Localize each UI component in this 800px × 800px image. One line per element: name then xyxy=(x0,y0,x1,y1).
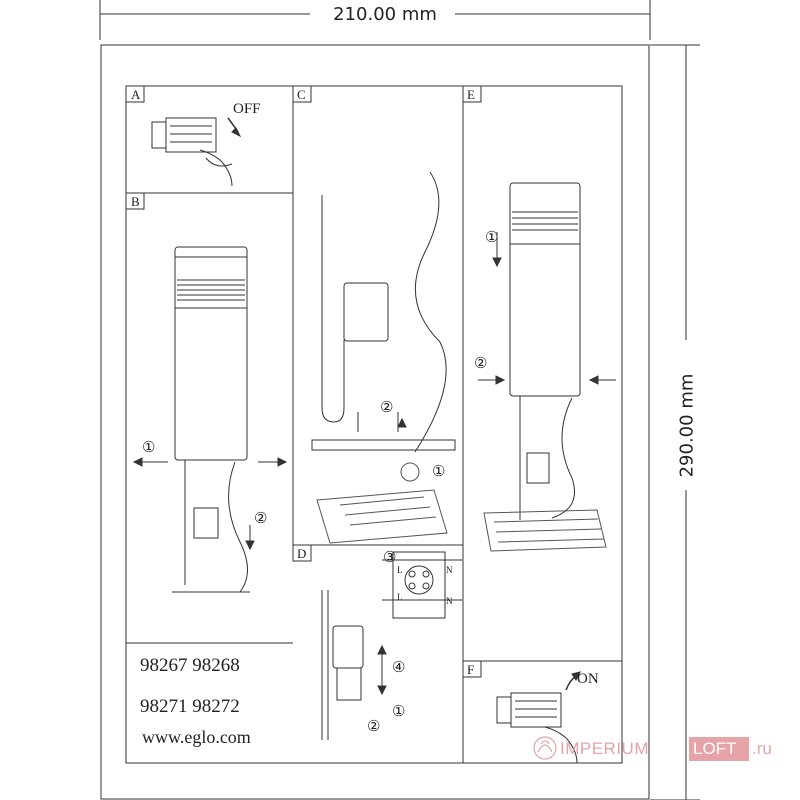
panel-letter-e: E xyxy=(467,87,475,102)
step-1-d: ① xyxy=(392,704,406,720)
step-1-b: ① xyxy=(142,440,156,456)
watermark-suffix: .ru xyxy=(752,739,772,758)
breaker-switch-on xyxy=(496,671,581,764)
mounting-base-c xyxy=(311,171,456,453)
paving-c xyxy=(316,462,448,544)
terminal-n-top: N xyxy=(446,565,453,575)
step-4-d: ④ xyxy=(392,660,406,676)
step-2-e: ② xyxy=(474,356,488,372)
watermark-brand-accent: LOFT xyxy=(693,739,737,758)
lamp-body-b xyxy=(132,246,288,593)
product-codes-line-2: 98271 98272 xyxy=(140,696,240,717)
step-2-b: ② xyxy=(254,511,268,527)
watermark-logo-icon xyxy=(533,736,557,760)
height-dimension-line xyxy=(650,44,700,800)
breaker-switch-off xyxy=(151,117,242,187)
terminal-n-bottom: N xyxy=(446,596,453,606)
product-codes-line-1: 98267 98268 xyxy=(140,655,240,676)
step-2-d: ② xyxy=(367,719,381,735)
watermark-accent-box xyxy=(689,737,749,761)
panel-letter-f: F xyxy=(467,662,475,677)
width-dimension-label: 210.00 mm xyxy=(333,4,437,25)
panel-letter-c: C xyxy=(297,87,306,102)
on-label: ON xyxy=(577,671,599,687)
panel-letter-b: B xyxy=(131,194,140,209)
step-2-c: ② xyxy=(380,400,394,416)
width-dimension-line xyxy=(99,0,651,40)
terminal-l-top: L xyxy=(397,565,403,575)
step-1-e: ① xyxy=(485,230,499,246)
website-link[interactable]: www.eglo.com xyxy=(142,727,251,747)
panel-grid xyxy=(125,85,623,764)
lamp-body-e xyxy=(478,182,616,520)
paving-e xyxy=(483,509,607,552)
page-frame xyxy=(100,44,650,800)
terminal-l-bottom: L xyxy=(397,592,403,602)
watermark-brand: IMPERIUM xyxy=(560,739,649,758)
off-label: OFF xyxy=(233,101,261,117)
panel-letter-a: A xyxy=(131,87,141,102)
panel-letter-d: D xyxy=(297,546,307,561)
step-1-c: ① xyxy=(432,464,446,480)
step-3-d: ③ xyxy=(383,550,397,566)
terminal-block-d xyxy=(321,551,462,740)
